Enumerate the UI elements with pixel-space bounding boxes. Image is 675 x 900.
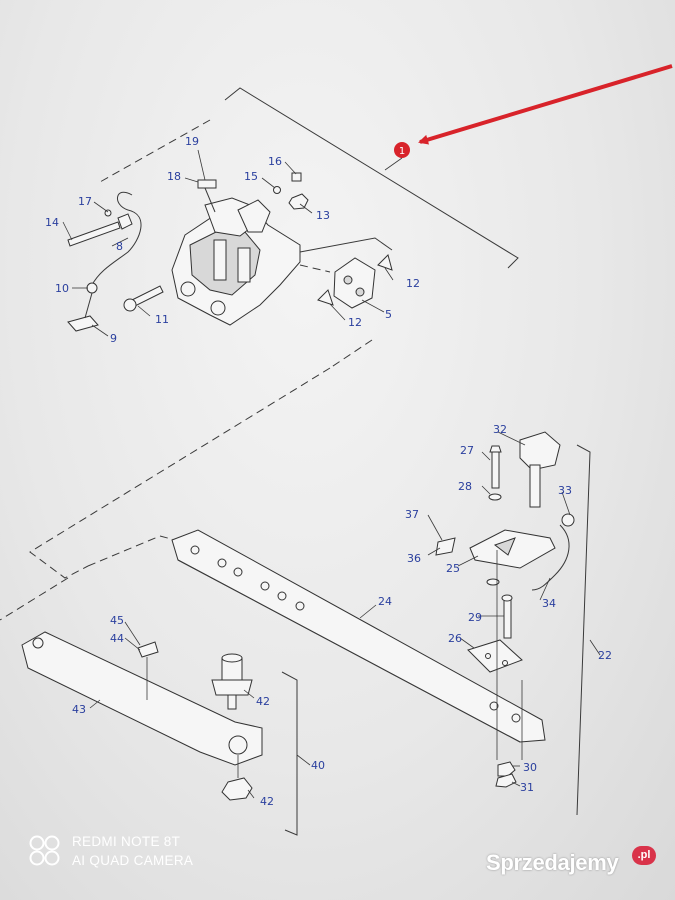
callout-34: 34: [542, 597, 556, 610]
callout-18: 18: [167, 170, 181, 183]
callout-26: 26: [448, 632, 462, 645]
callout-9: 9: [110, 332, 117, 345]
highlight-marker-label: 1: [399, 146, 405, 157]
leader-lines: [62, 149, 571, 799]
callout-27: 27: [460, 444, 474, 457]
callout-5: 5: [385, 308, 392, 321]
callout-25: 25: [446, 562, 460, 575]
nut-and-washer: [273, 172, 309, 210]
right-brackets: [281, 444, 601, 836]
site-tld-badge: .pl: [632, 846, 656, 865]
right-subassembly: [435, 431, 575, 788]
callout-44: 44: [110, 632, 124, 645]
nut-42: [221, 755, 253, 801]
bolt-11: [123, 285, 164, 312]
drawbar-24: [171, 529, 546, 743]
arm-43: [21, 631, 263, 766]
safety-cable: [91, 191, 142, 286]
callout-14: 14: [45, 216, 59, 229]
camera-watermark: REDMI NOTE 8T AI QUAD CAMERA: [28, 832, 193, 870]
callout-16: 16: [268, 155, 282, 168]
hitch-body: [171, 197, 301, 326]
callout-15: 15: [244, 170, 258, 183]
callout-12-lower: 12: [348, 316, 362, 329]
callout-31: 31: [520, 781, 534, 794]
callout-22: 22: [598, 649, 612, 662]
callout-45: 45: [110, 614, 124, 627]
callout-30: 30: [523, 761, 537, 774]
callout-17: 17: [78, 195, 92, 208]
callout-40: 40: [311, 759, 325, 772]
callout-19: 19: [185, 135, 199, 148]
callout-13: 13: [316, 209, 330, 222]
highlight-marker: 1: [384, 142, 410, 171]
callout-labels: 19 18 16 15 13 17 14 8 10 9 11 12 12 5 3…: [45, 135, 612, 808]
callout-42-lower: 42: [260, 795, 274, 808]
clip-44: [137, 641, 159, 700]
side-plate: [299, 237, 393, 309]
bolt-14: [67, 213, 133, 247]
callout-28: 28: [458, 480, 472, 493]
washers: [317, 254, 393, 306]
highlight-arrow: [418, 64, 673, 145]
callout-11: 11: [155, 313, 169, 326]
pin-42: [211, 653, 253, 710]
site-watermark: Sprzedajemy: [486, 850, 619, 875]
callout-24: 24: [378, 595, 392, 608]
callout-12-right: 12: [406, 277, 420, 290]
pin-and-lynch: [67, 282, 99, 332]
callout-37: 37: [405, 508, 419, 521]
quad-camera-icon: [29, 835, 60, 866]
callout-29: 29: [468, 611, 482, 624]
callout-42-upper: 42: [256, 695, 270, 708]
camera-subtitle: AI QUAD CAMERA: [72, 853, 194, 868]
clip-pin: [197, 179, 217, 213]
callout-43: 43: [72, 703, 86, 716]
callout-33: 33: [558, 484, 572, 497]
callout-32: 32: [493, 423, 507, 436]
callout-10: 10: [55, 282, 69, 295]
camera-model: REDMI NOTE 8T: [72, 834, 181, 849]
callout-8: 8: [116, 240, 123, 253]
top-assembly-frame: [0, 87, 519, 621]
callout-36: 36: [407, 552, 421, 565]
